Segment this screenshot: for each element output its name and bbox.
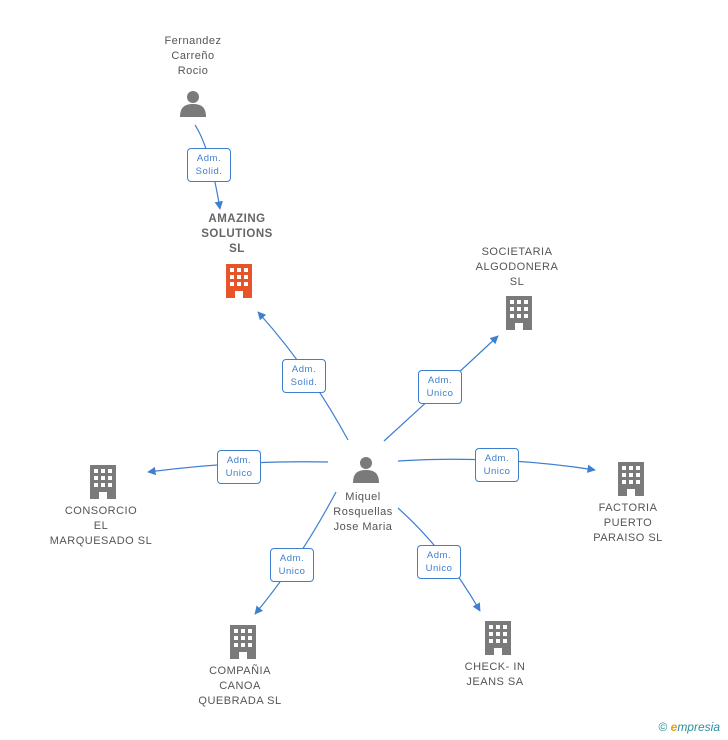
node-label-factoria[interactable]: FACTORIA PUERTO PARAISO SL bbox=[593, 502, 663, 544]
edge-label-type: Unico bbox=[425, 563, 453, 574]
edge-label-type: Unico bbox=[278, 566, 306, 577]
edge-label-type: Solid. bbox=[290, 377, 318, 388]
edge-label-miquel-to-amazing[interactable]: Adm. Solid. bbox=[282, 359, 326, 393]
building-icon-amazing[interactable] bbox=[226, 264, 252, 298]
building-icon-factoria[interactable] bbox=[618, 462, 644, 496]
building-icon-check[interactable] bbox=[485, 621, 511, 655]
edge-label-type: Unico bbox=[225, 468, 253, 479]
edge-label-role: Adm. bbox=[426, 550, 452, 561]
node-label-consorcio[interactable]: CONSORCIO EL MARQUESADO SL bbox=[49, 505, 153, 547]
building-icon-societaria[interactable] bbox=[506, 296, 532, 330]
edge-label-fernandez-to-amazing[interactable]: Adm. Solid. bbox=[187, 148, 231, 182]
edge-label-role: Adm. bbox=[196, 153, 222, 164]
node-label-fernandez[interactable]: Fernandez Carreño Rocio bbox=[164, 35, 222, 77]
edge-label-miquel-to-compania[interactable]: Adm. Unico bbox=[270, 548, 314, 582]
edge-label-type: Solid. bbox=[195, 166, 223, 177]
brand-footer: © empresia bbox=[658, 720, 720, 734]
edge-label-miquel-to-consorcio[interactable]: Adm. Unico bbox=[217, 450, 261, 484]
edges-layer bbox=[147, 124, 596, 615]
edge-label-miquel-to-factoria[interactable]: Adm. Unico bbox=[475, 448, 519, 482]
brand-logo-e: e bbox=[670, 720, 678, 734]
node-label-check[interactable]: CHECK- IN JEANS SA bbox=[464, 661, 526, 688]
icons-layer bbox=[90, 91, 644, 659]
edge-label-miquel-to-societaria[interactable]: Adm. Unico bbox=[418, 370, 462, 404]
edge-label-miquel-to-check[interactable]: Adm. Unico bbox=[417, 545, 461, 579]
edge-label-role: Adm. bbox=[279, 553, 305, 564]
edge-label-type: Unico bbox=[483, 466, 511, 477]
edge-label-role: Adm. bbox=[291, 364, 317, 375]
building-icon-compania[interactable] bbox=[230, 625, 256, 659]
brand-logo-text: mpresia bbox=[677, 720, 720, 734]
edge-label-role: Adm. bbox=[484, 453, 510, 464]
node-label-compania[interactable]: COMPAÑIA CANOA QUEBRADA SL bbox=[198, 665, 282, 707]
edge-label-role: Adm. bbox=[427, 375, 453, 386]
person-icon-miquel[interactable] bbox=[353, 457, 379, 483]
edge-label-type: Unico bbox=[426, 388, 454, 399]
copyright-symbol: © bbox=[658, 720, 668, 734]
person-icon-fernandez[interactable] bbox=[180, 91, 206, 117]
node-label-societaria[interactable]: SOCIETARIA ALGODONERA SL bbox=[475, 246, 559, 288]
building-icon-consorcio[interactable] bbox=[90, 465, 116, 499]
edge-label-role: Adm. bbox=[226, 455, 252, 466]
node-label-amazing[interactable]: AMAZING SOLUTIONS SL bbox=[201, 213, 273, 255]
node-label-miquel[interactable]: Miquel Rosquellas Jose Maria bbox=[333, 491, 393, 533]
